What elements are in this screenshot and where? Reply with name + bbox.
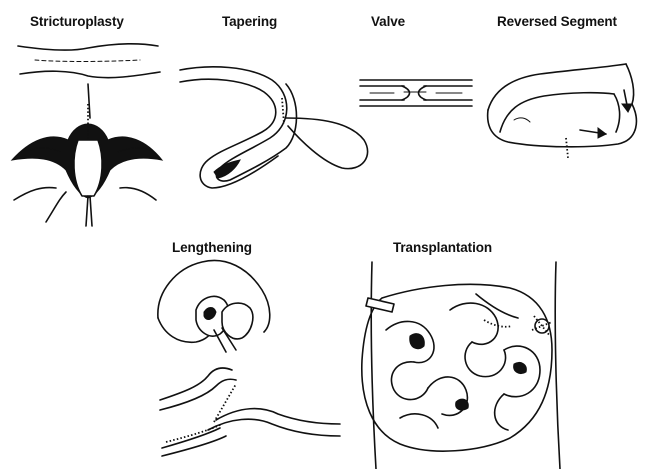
transplantation-illustration <box>362 262 560 469</box>
tapering-illustration <box>180 67 368 188</box>
valve-illustration <box>360 80 472 106</box>
reversed-segment-illustration <box>488 64 637 158</box>
stricturoplasty-illustration <box>12 44 162 226</box>
lengthening-illustration <box>158 260 340 456</box>
